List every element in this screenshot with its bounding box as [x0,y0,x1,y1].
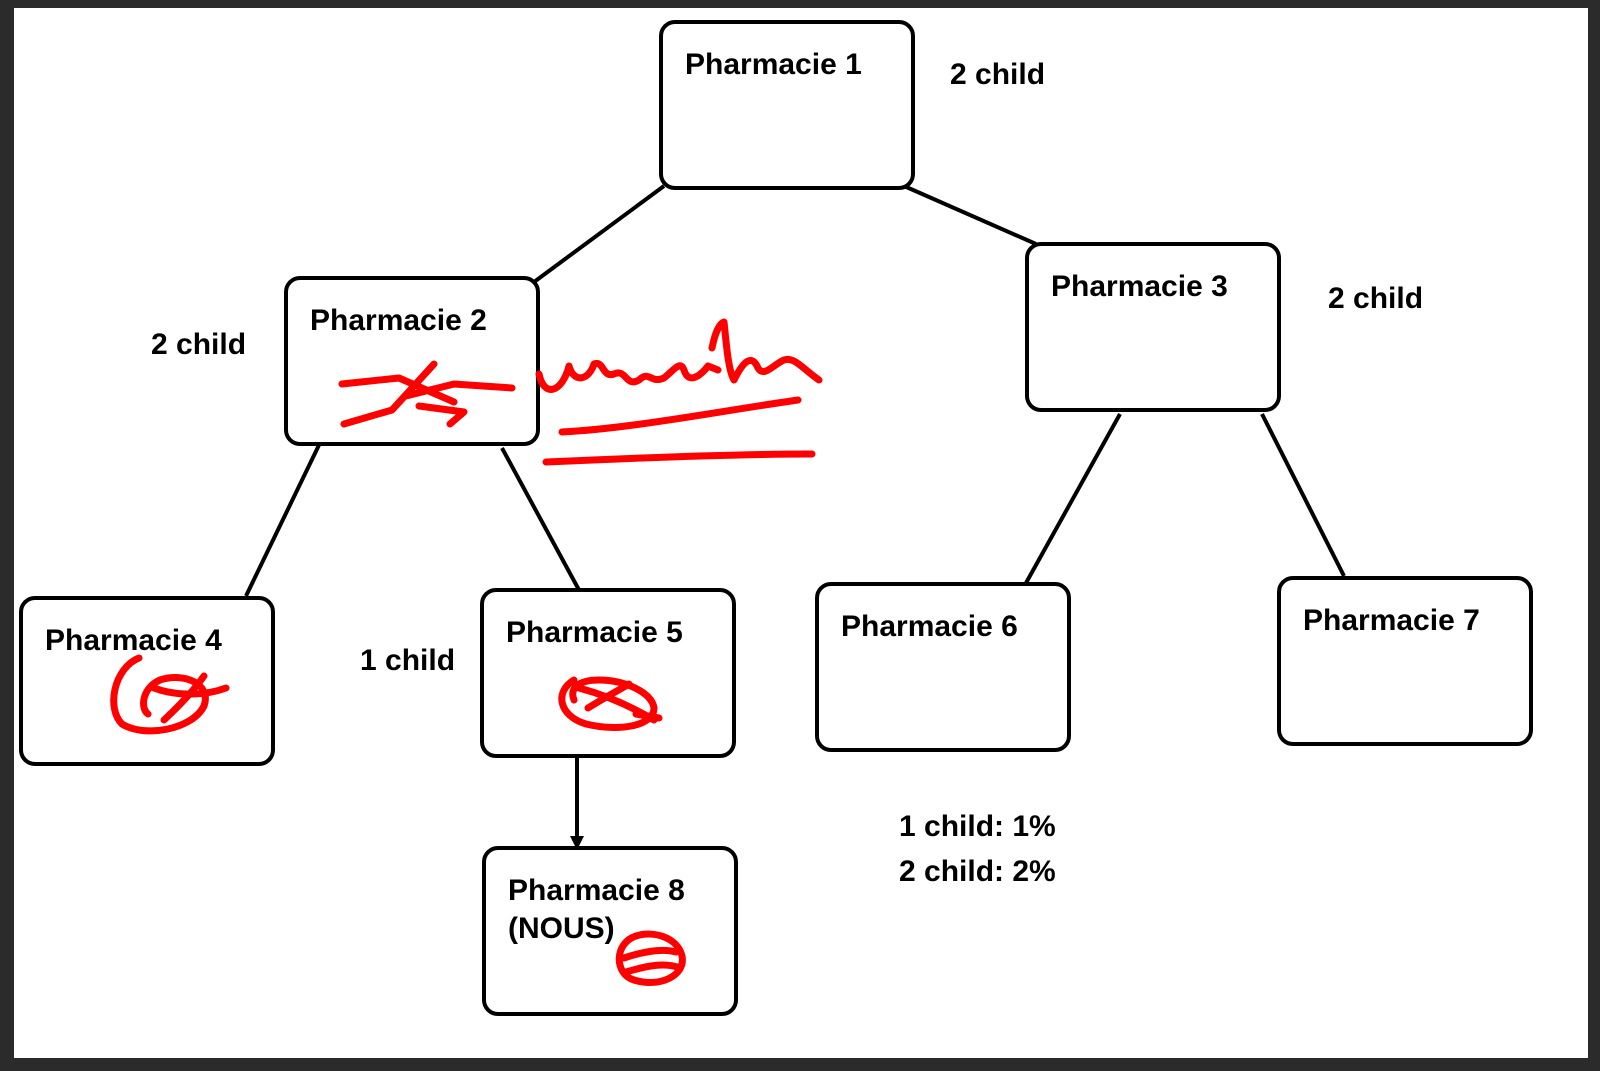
edge-p3-p6 [1024,413,1122,584]
node-pharmacie-7: Pharmacie 7 [1277,576,1533,746]
node-pharmacie-5: Pharmacie 5 [480,588,736,758]
legend-one-child: 1 child: 1% [899,810,1056,843]
note-p2-children: 2 child [151,328,247,361]
edge-p3-p7 [1260,413,1346,577]
node-pharmacie-4: Pharmacie 4 [19,596,275,766]
node-title: Pharmacie 3 [1051,270,1228,303]
edge-p2-p5 [500,447,581,591]
edge-p1-p2 [532,184,666,284]
node-pharmacie-2: Pharmacie 2 [284,276,540,446]
node-title: Pharmacie 2 [310,304,487,337]
note-p3-children: 2 child [1328,282,1424,315]
edge-p1-p3 [903,184,1037,246]
diagram-canvas: Pharmacie 1 Pharmacie 2 Pharmacie 3 Phar… [14,8,1588,1058]
node-pharmacie-1: Pharmacie 1 [659,20,915,190]
note-p1-children: 2 child [950,58,1046,91]
node-title: Pharmacie 8 [508,874,685,907]
node-subtitle: (NOUS) [508,912,615,945]
edge-p2-p4 [244,444,321,597]
note-p5-children: 1 child [360,644,456,677]
tree-connectors [244,184,1346,850]
node-title: Pharmacie 1 [685,48,862,81]
arrowhead-p8 [570,836,584,850]
node-pharmacie-6: Pharmacie 6 [815,582,1071,752]
node-title: Pharmacie 5 [506,616,683,649]
node-title: Pharmacie 4 [45,624,222,657]
node-pharmacie-3: Pharmacie 3 [1025,242,1281,412]
node-title: Pharmacie 6 [841,610,1018,643]
legend-two-child: 2 child: 2% [899,855,1056,888]
node-title: Pharmacie 7 [1303,604,1480,637]
node-pharmacie-8: Pharmacie 8 (NOUS) [482,846,738,1016]
